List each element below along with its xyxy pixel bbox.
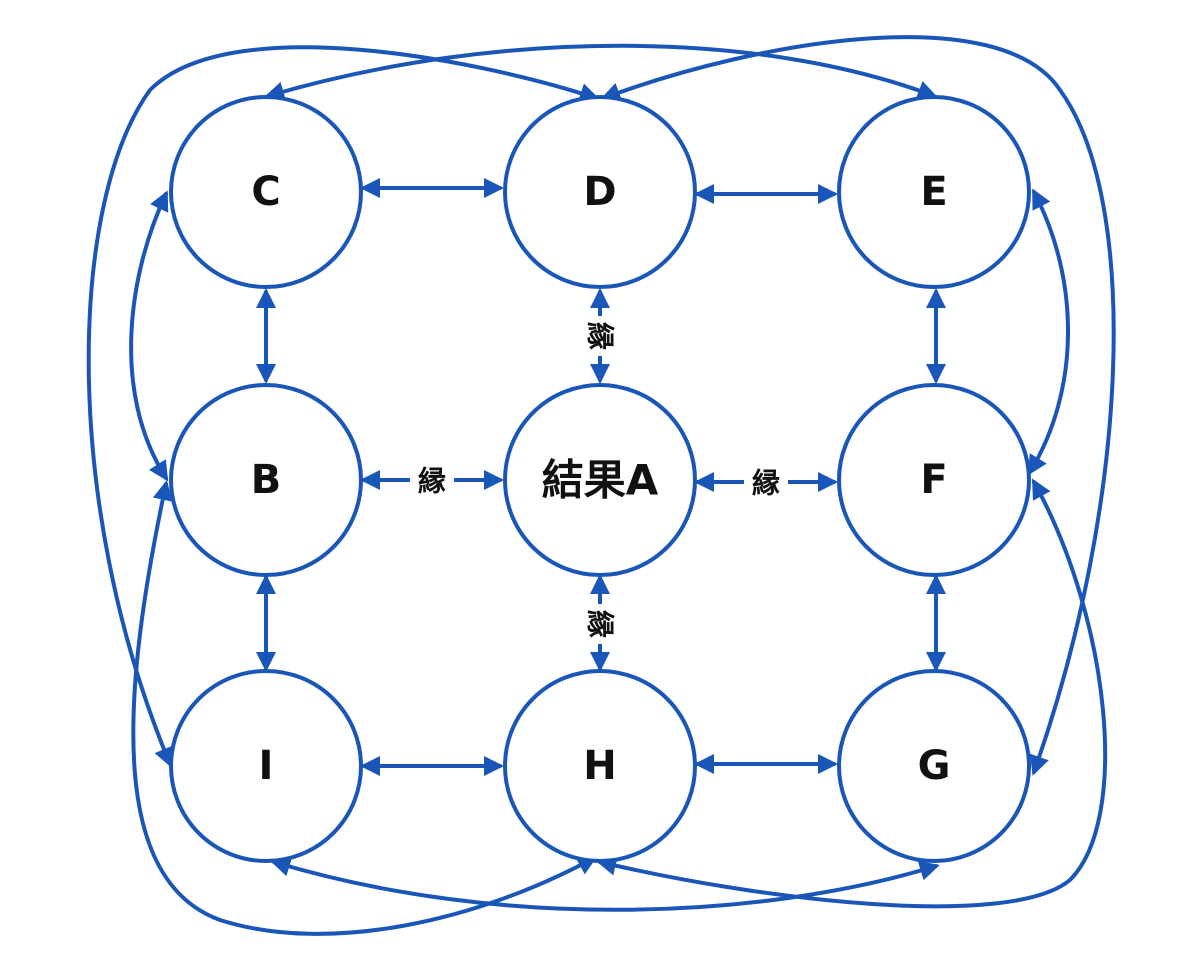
node-label-g: G — [918, 743, 951, 789]
edge-labels: 縁 縁 縁 縁 — [410, 316, 788, 644]
node-g: G — [837, 669, 1031, 863]
edge-b-h-curve — [131, 480, 598, 936]
edge-label-b-a: 縁 — [418, 465, 446, 498]
node-label-d: D — [583, 169, 616, 215]
node-label-b: B — [251, 457, 282, 503]
outer-edges — [86, 35, 1116, 936]
node-i: I — [169, 669, 363, 863]
node-label-i: I — [259, 743, 274, 789]
edge-c-e-curve — [264, 43, 938, 102]
edge-c-b-curve — [129, 190, 169, 482]
node-d: D — [503, 95, 697, 289]
edge-f-h-curve — [596, 478, 1108, 909]
node-label-h: H — [583, 743, 616, 789]
node-label-c: C — [251, 169, 280, 215]
node-label-e: E — [920, 169, 947, 215]
node-label-f: F — [920, 457, 947, 503]
node-h: H — [503, 669, 697, 863]
edge-i-d-curve — [86, 45, 600, 768]
node-e: E — [837, 95, 1031, 289]
node-a: 結果A — [503, 383, 697, 577]
node-b: B — [169, 383, 363, 577]
edge-d-g-curve — [600, 35, 1116, 776]
edge-e-f-curve — [1027, 188, 1070, 476]
node-c: C — [169, 95, 363, 289]
node-f: F — [837, 383, 1031, 577]
nodes: C D E B 結果A F — [169, 95, 1031, 863]
edge-label-a-h: 縁 — [584, 610, 617, 638]
edge-label-d-a: 縁 — [584, 322, 617, 350]
edge-label-a-f: 縁 — [752, 467, 780, 500]
edge-i-g-curve — [270, 857, 940, 912]
node-label-a: 結果A — [542, 456, 659, 505]
